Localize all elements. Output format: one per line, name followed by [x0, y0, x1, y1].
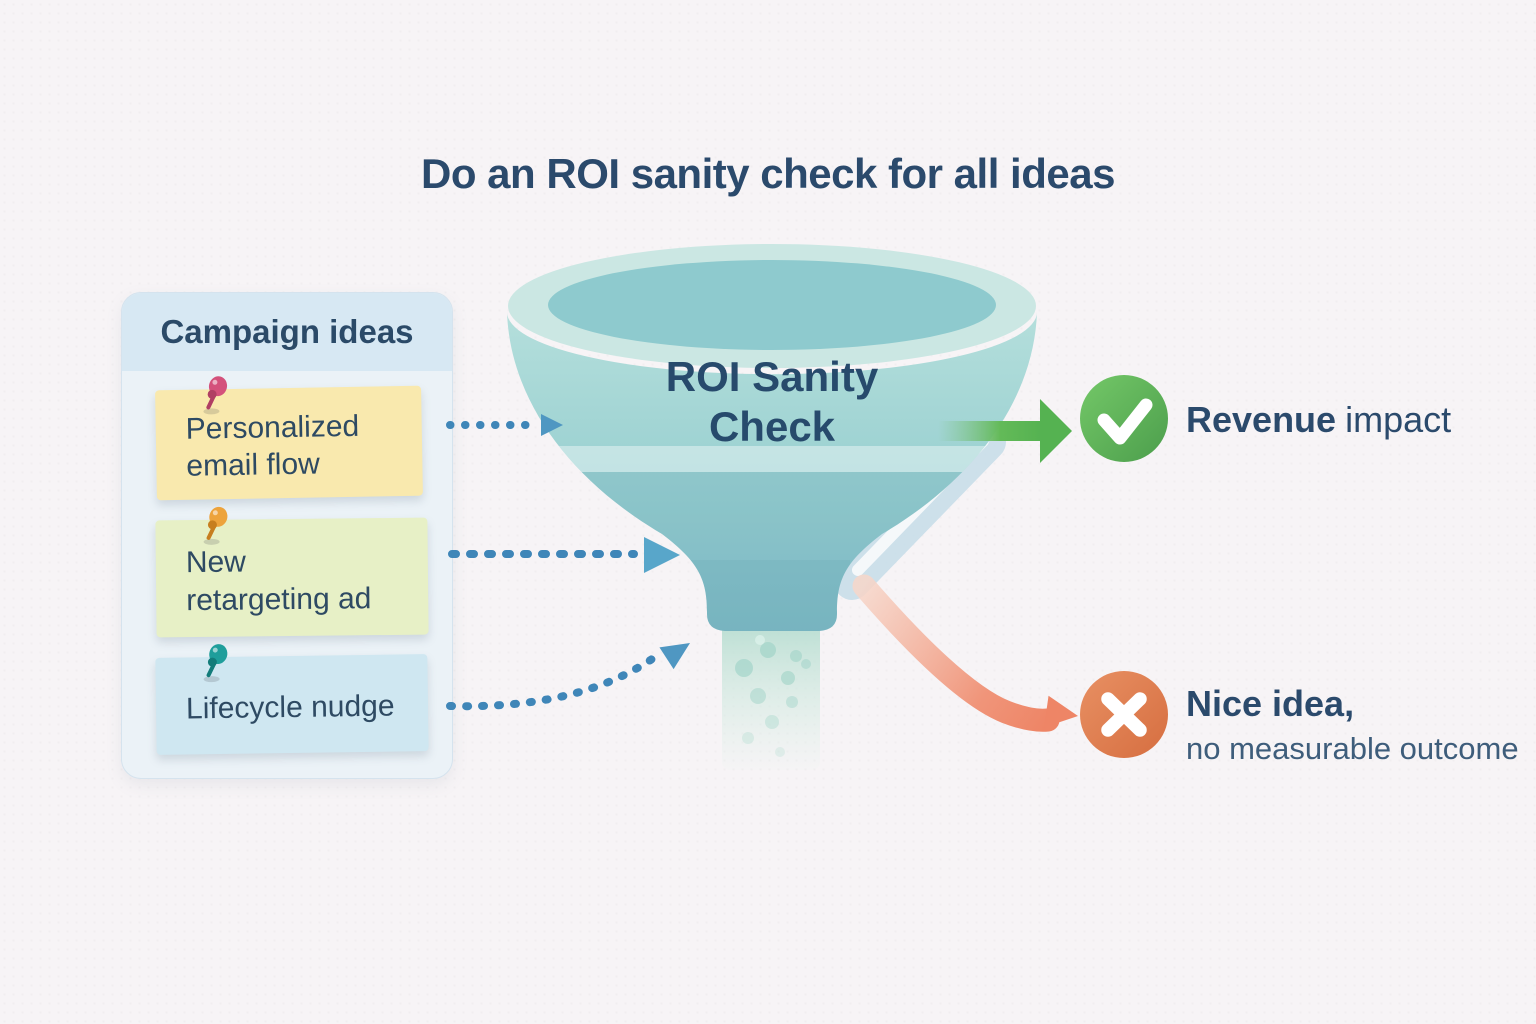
- flow-arrow-3: [446, 653, 659, 711]
- reject-arrow: [852, 574, 1078, 732]
- outcome-positive-bold: Revenue: [1186, 399, 1337, 440]
- sticky-note-retargeting-ad[interactable]: New retargeting ad: [155, 506, 429, 638]
- funnel-label: ROI Sanity Check: [665, 353, 879, 451]
- flow-arrow-2-head: [644, 537, 680, 573]
- note-label-line: retargeting ad: [186, 581, 372, 617]
- pushpin-icon: [203, 506, 228, 545]
- pushpin-icon: [203, 376, 228, 415]
- funnel-rim-inner: [548, 260, 996, 350]
- sticky-note-lifecycle-nudge[interactable]: Lifecycle nudge: [155, 644, 429, 755]
- bubbles: [735, 635, 811, 757]
- cross-badge: [1080, 671, 1168, 758]
- panel-header: Campaign ideas: [122, 293, 452, 371]
- accept-arrow: [938, 399, 1072, 463]
- pushpin-icon: [203, 644, 228, 683]
- outcome-negative-label: Nice idea, no measurable outcome: [1186, 683, 1519, 767]
- campaign-panel: Campaign ideas Personalized email flow N…: [121, 292, 453, 779]
- funnel-chute: [834, 424, 1006, 600]
- check-icon: [1097, 398, 1153, 445]
- check-badge: [1080, 375, 1168, 462]
- outcome-negative-bold: Nice idea,: [1186, 683, 1355, 724]
- flow-arrow-3-head: [659, 643, 690, 670]
- funnel-bowl: [507, 244, 1037, 631]
- note-label-line: email flow: [186, 447, 321, 483]
- funnel-rim: [508, 244, 1036, 368]
- outcome-positive-rest: impact: [1345, 399, 1452, 440]
- funnel-spout: [722, 620, 820, 770]
- outcome-negative-sub: no measurable outcome: [1186, 731, 1519, 766]
- flow-arrow-1-head: [541, 414, 563, 436]
- page-title: Do an ROI sanity check for all ideas: [421, 150, 1115, 197]
- cross-icon: [1101, 692, 1147, 737]
- note-label-line: Lifecycle nudge: [185, 689, 395, 726]
- sticky-note-personalized-email[interactable]: Personalized email flow: [155, 376, 423, 501]
